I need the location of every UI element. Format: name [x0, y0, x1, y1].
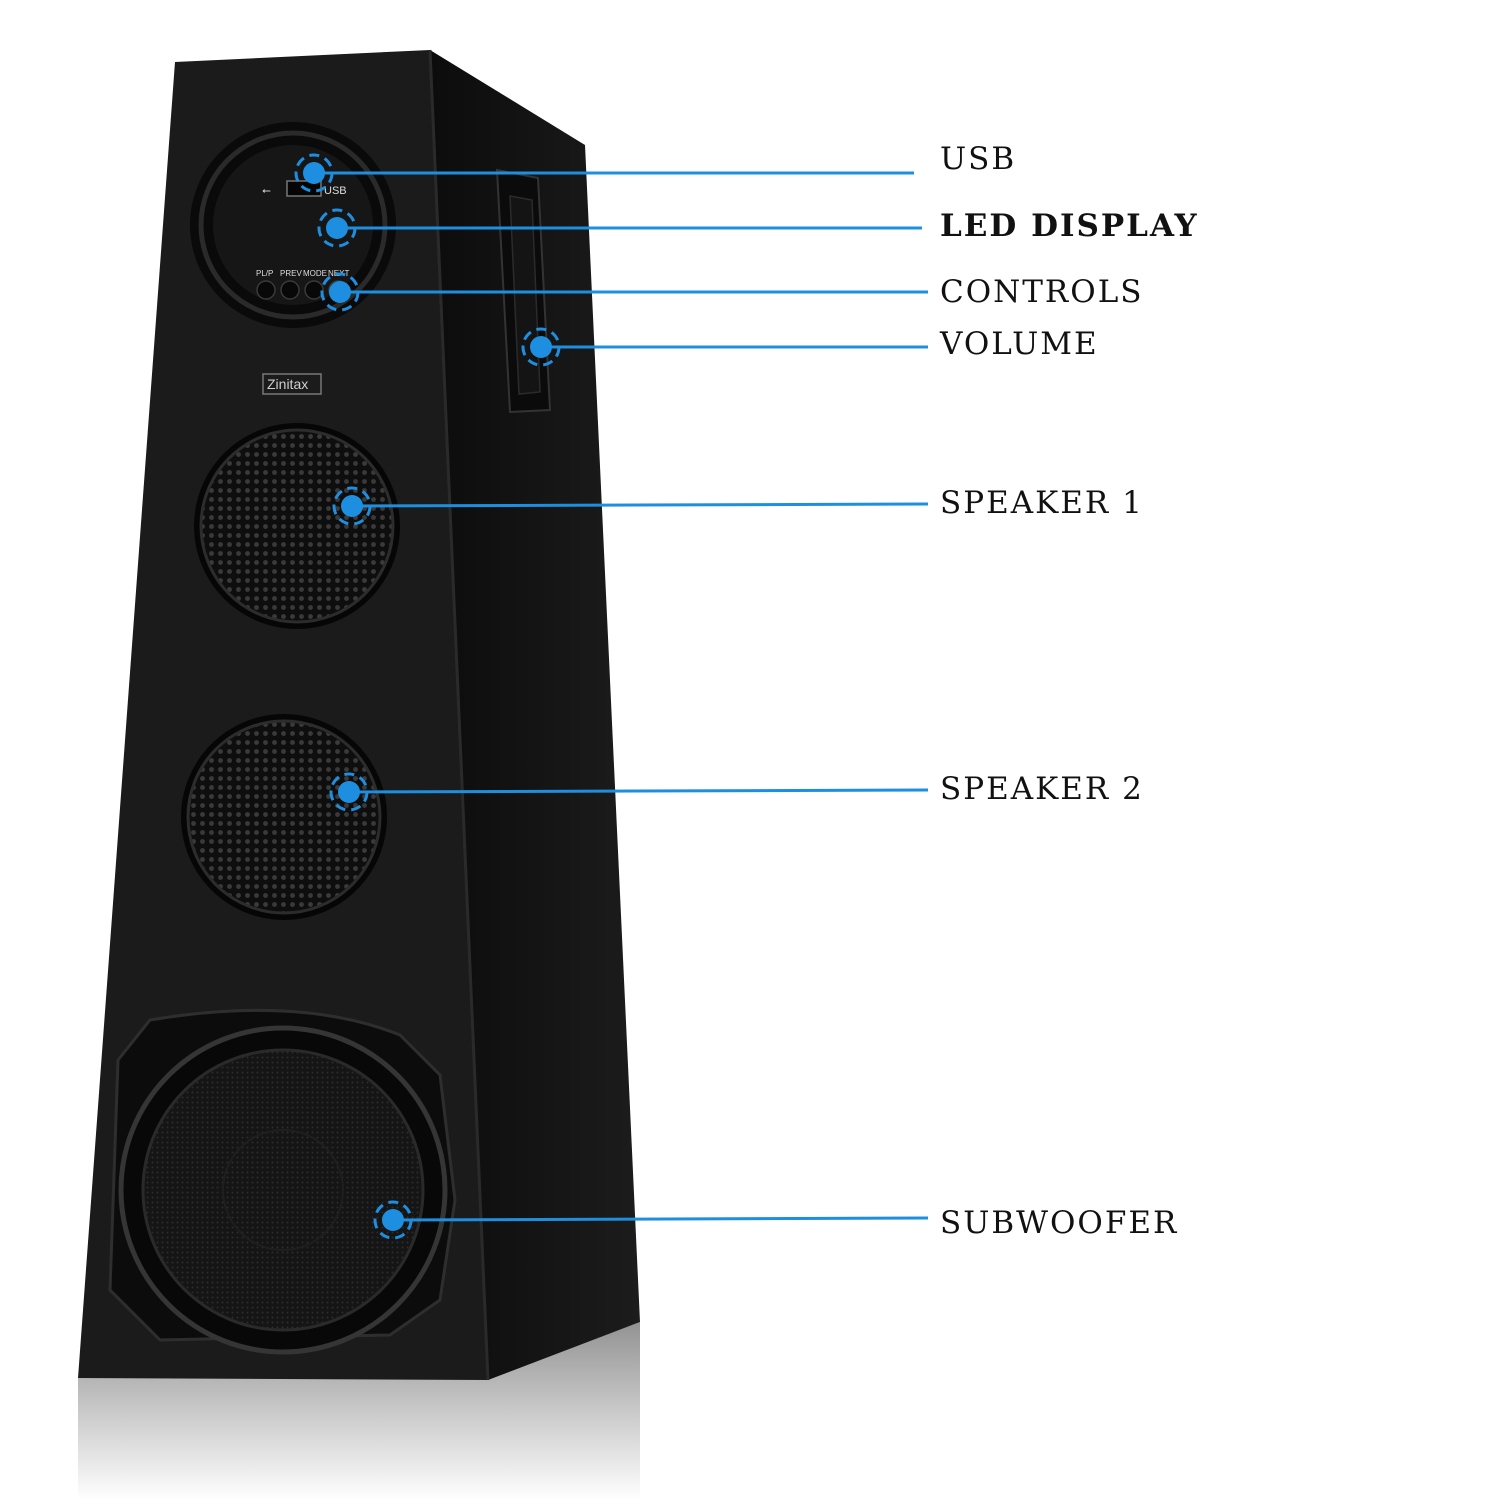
- callout-label-controls: CONTROLS: [940, 274, 1144, 310]
- panel-button-label-play-pause: PL/P: [256, 269, 273, 278]
- play-pause-button: [256, 280, 276, 300]
- usb-symbol-icon: ⭠: [262, 184, 271, 197]
- callout-label-usb: USB: [940, 141, 1017, 177]
- mode-button: [304, 280, 324, 300]
- callout-usb-leader: [294, 153, 914, 193]
- callout-led-display-leader: [317, 208, 922, 248]
- callout-volume-leader: [521, 327, 928, 367]
- panel-button-label-mode: MODE: [303, 269, 327, 278]
- cabinet-side-panel: [430, 50, 640, 1380]
- callout-leaders: [294, 153, 929, 1240]
- control-panel: USB ⭠ PL/P PREV MODE NEXT: [190, 122, 396, 328]
- callout-label-volume: VOLUME: [940, 326, 1099, 362]
- callout-speaker-2-leader: [329, 772, 929, 812]
- callout-speaker-1-leader: [332, 486, 929, 526]
- callout-label-subwoofer: SUBWOOFER: [940, 1205, 1179, 1241]
- floor-reflection: [78, 1322, 640, 1500]
- callout-subwoofer-leader: [373, 1200, 929, 1240]
- subwoofer-driver: [108, 1008, 457, 1355]
- callout-label-speaker-2: SPEAKER 2: [940, 771, 1144, 807]
- panel-button-label-prev: PREV: [280, 269, 302, 278]
- callout-controls-leader: [320, 272, 928, 312]
- speaker-2-driver: [181, 714, 387, 920]
- prev-button: [280, 280, 300, 300]
- callout-label-led-display: LED DISPLAY: [940, 208, 1199, 244]
- speaker-1-driver: [194, 423, 400, 629]
- brand-logo: Zinitax: [262, 373, 322, 395]
- callout-label-speaker-1: SPEAKER 1: [940, 485, 1144, 521]
- brand-logo-text: Zinitax: [267, 376, 308, 392]
- usb-port-label: USB: [324, 185, 347, 197]
